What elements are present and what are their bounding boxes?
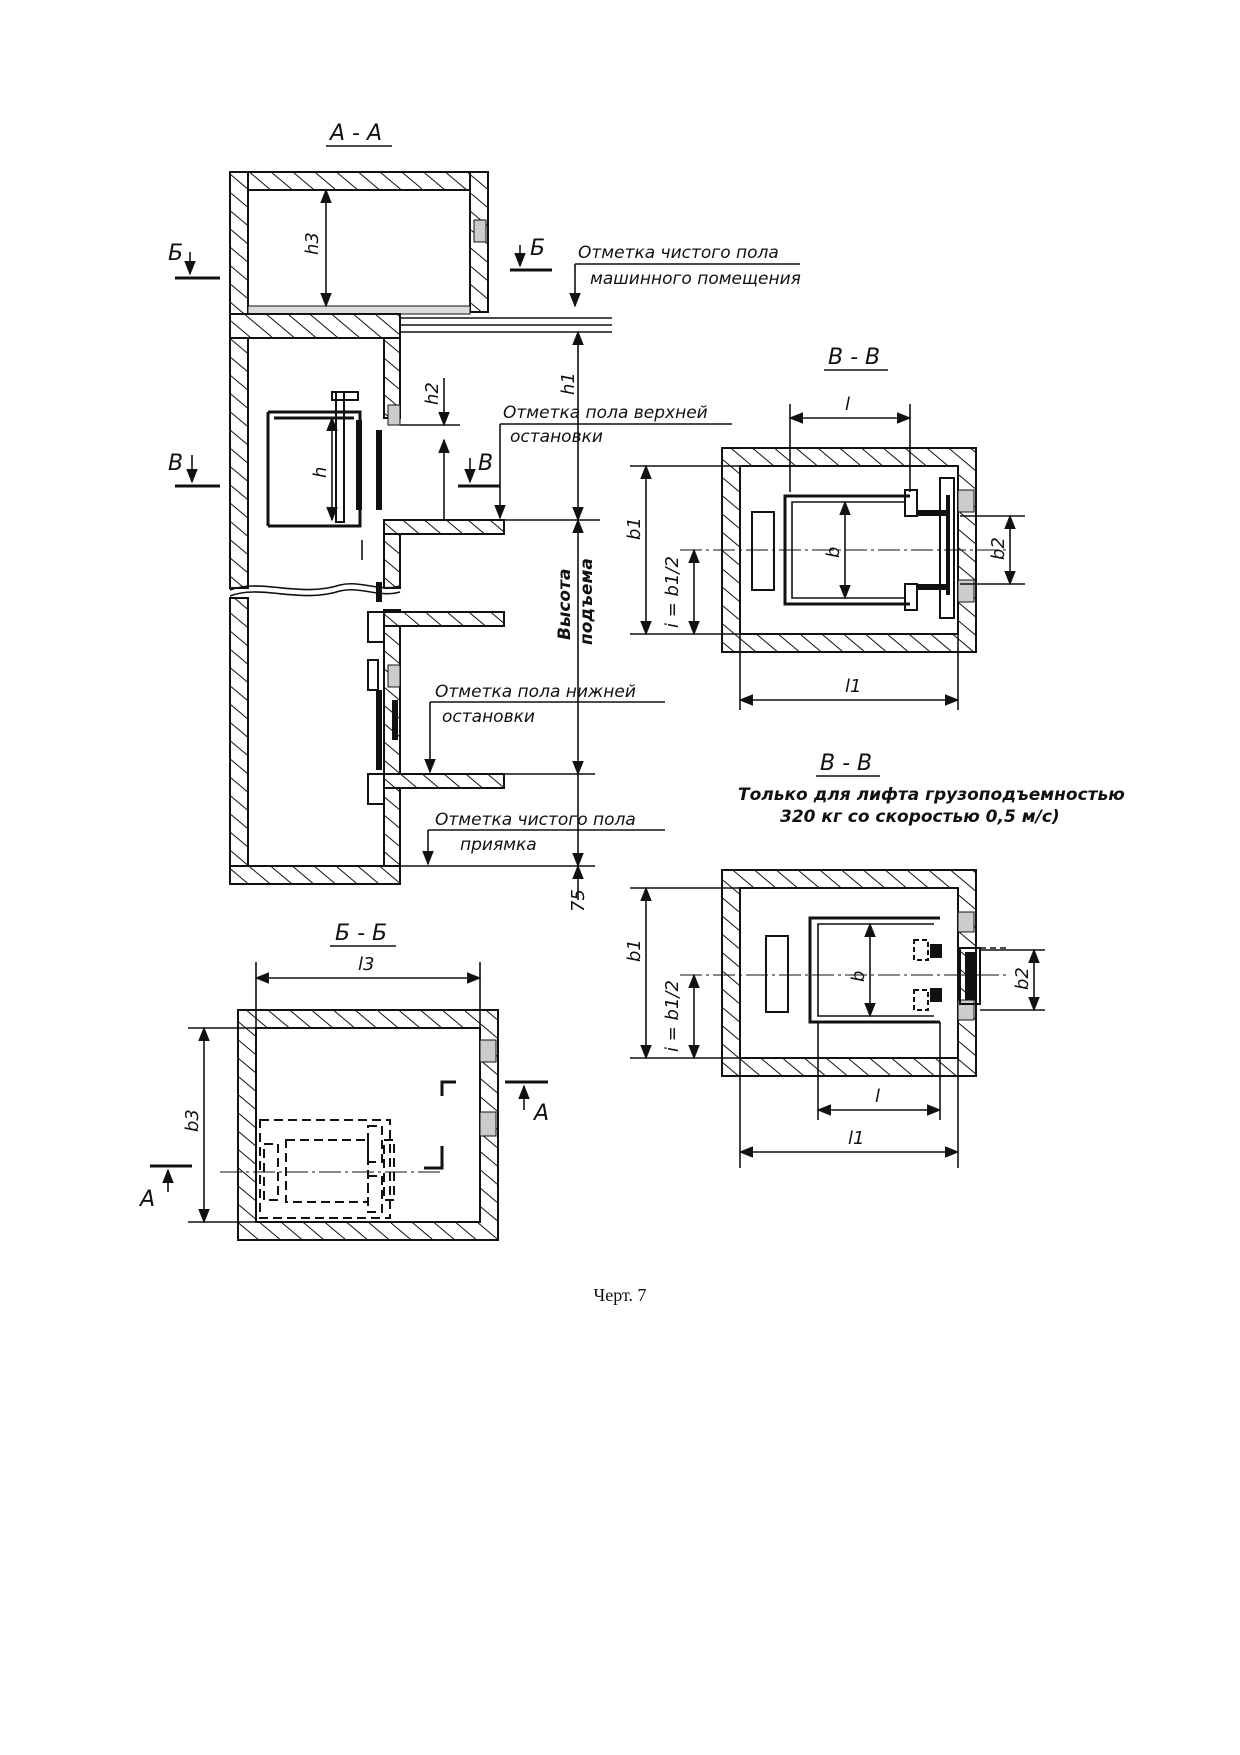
section-b-b-title: Б - Б	[335, 921, 387, 946]
door-anchor	[387, 404, 401, 426]
machine-floor-label-1: Отметка чистого пола	[578, 243, 779, 263]
lift-height-label-1: Высота	[555, 569, 575, 640]
upper-landing-slab	[383, 519, 505, 535]
cut-mark-v-left: В	[168, 451, 183, 476]
shaft-left-wall-upper	[229, 337, 249, 589]
top-stop-label-2: остановки	[510, 427, 603, 447]
middle-landing-slab	[383, 611, 505, 627]
section-a-a-title: А - А	[328, 121, 382, 146]
shaft-left-wall-lower	[229, 597, 249, 881]
dim-l-bottom: l	[875, 1086, 880, 1107]
dim-b-top: b	[823, 547, 844, 558]
bottom-stop-label-1: Отметка пола нижней	[435, 682, 636, 702]
wall-opening	[473, 219, 487, 243]
machine-room-floor-screed	[247, 305, 471, 315]
shaft-right-wall-lower	[383, 609, 401, 881]
cut-mark-b-right: Б	[530, 236, 545, 261]
dim-i-top: i = b1/2	[662, 556, 683, 628]
dim-h2: h2	[422, 382, 443, 405]
machine-outline	[259, 1119, 391, 1219]
dim-b2-top: b2	[988, 537, 1009, 560]
machine-room-roof	[229, 171, 489, 191]
dim-b3: b3	[182, 1109, 203, 1132]
dim-b2-bottom: b2	[1012, 967, 1033, 990]
dim-l1-bottom: l1	[848, 1128, 864, 1149]
pit-floor-label-2: приямка	[460, 835, 537, 855]
bottom-stop-label-2: остановки	[442, 707, 535, 727]
machine-floor-label-2: машинного помещения	[590, 269, 801, 289]
section-a-a: А - А	[168, 121, 801, 912]
dim-h3: h3	[302, 232, 323, 255]
shaft-right-wall-mid	[383, 533, 401, 589]
note-line-2: 320 кг со скоростью 0,5 м/с)	[780, 807, 1060, 827]
lift-height-label-2: подъема	[577, 558, 597, 645]
pit-floor	[229, 865, 401, 885]
cut-mark-a-left: А	[138, 1187, 155, 1212]
dim-b1-bottom: b1	[624, 939, 645, 962]
dim-l3: l3	[358, 954, 374, 975]
dim-b-bottom: b	[848, 971, 869, 982]
cut-mark-a-right: А	[532, 1101, 549, 1126]
dim-l1-top: l1	[845, 676, 861, 697]
cut-mark-b-left: Б	[168, 241, 183, 266]
section-b-b: Б - Б l3 b3 А А	[138, 921, 549, 1241]
figure-caption: Черт. 7	[593, 1285, 647, 1305]
note-line-1: Только для лифта грузоподъемностью	[738, 785, 1125, 805]
cut-mark-v-right: В	[478, 451, 493, 476]
dim-75: 75	[568, 889, 589, 912]
dim-i-bottom: i = b1/2	[662, 980, 683, 1052]
section-v-v-bottom-title: В - В	[820, 751, 872, 776]
dim-h: h	[310, 467, 331, 478]
dim-h1: h1	[558, 372, 579, 395]
machine-room-slab	[229, 313, 401, 339]
dim-l-top: l	[845, 394, 850, 415]
lower-landing-slab	[383, 773, 505, 789]
top-stop-label-1: Отметка пола верхней	[503, 403, 708, 423]
break-line	[229, 583, 401, 591]
machine-room-left-wall	[229, 171, 249, 321]
dim-b1-top: b1	[624, 517, 645, 540]
section-v-v-top: В - В l b b1 i = b1/2	[624, 345, 1025, 710]
pit-floor-label-1: Отметка чистого пола	[435, 810, 636, 830]
section-v-v-top-title: В - В	[828, 345, 880, 370]
section-v-v-bottom: В - В Только для лифта грузоподъемностью…	[624, 751, 1125, 1168]
